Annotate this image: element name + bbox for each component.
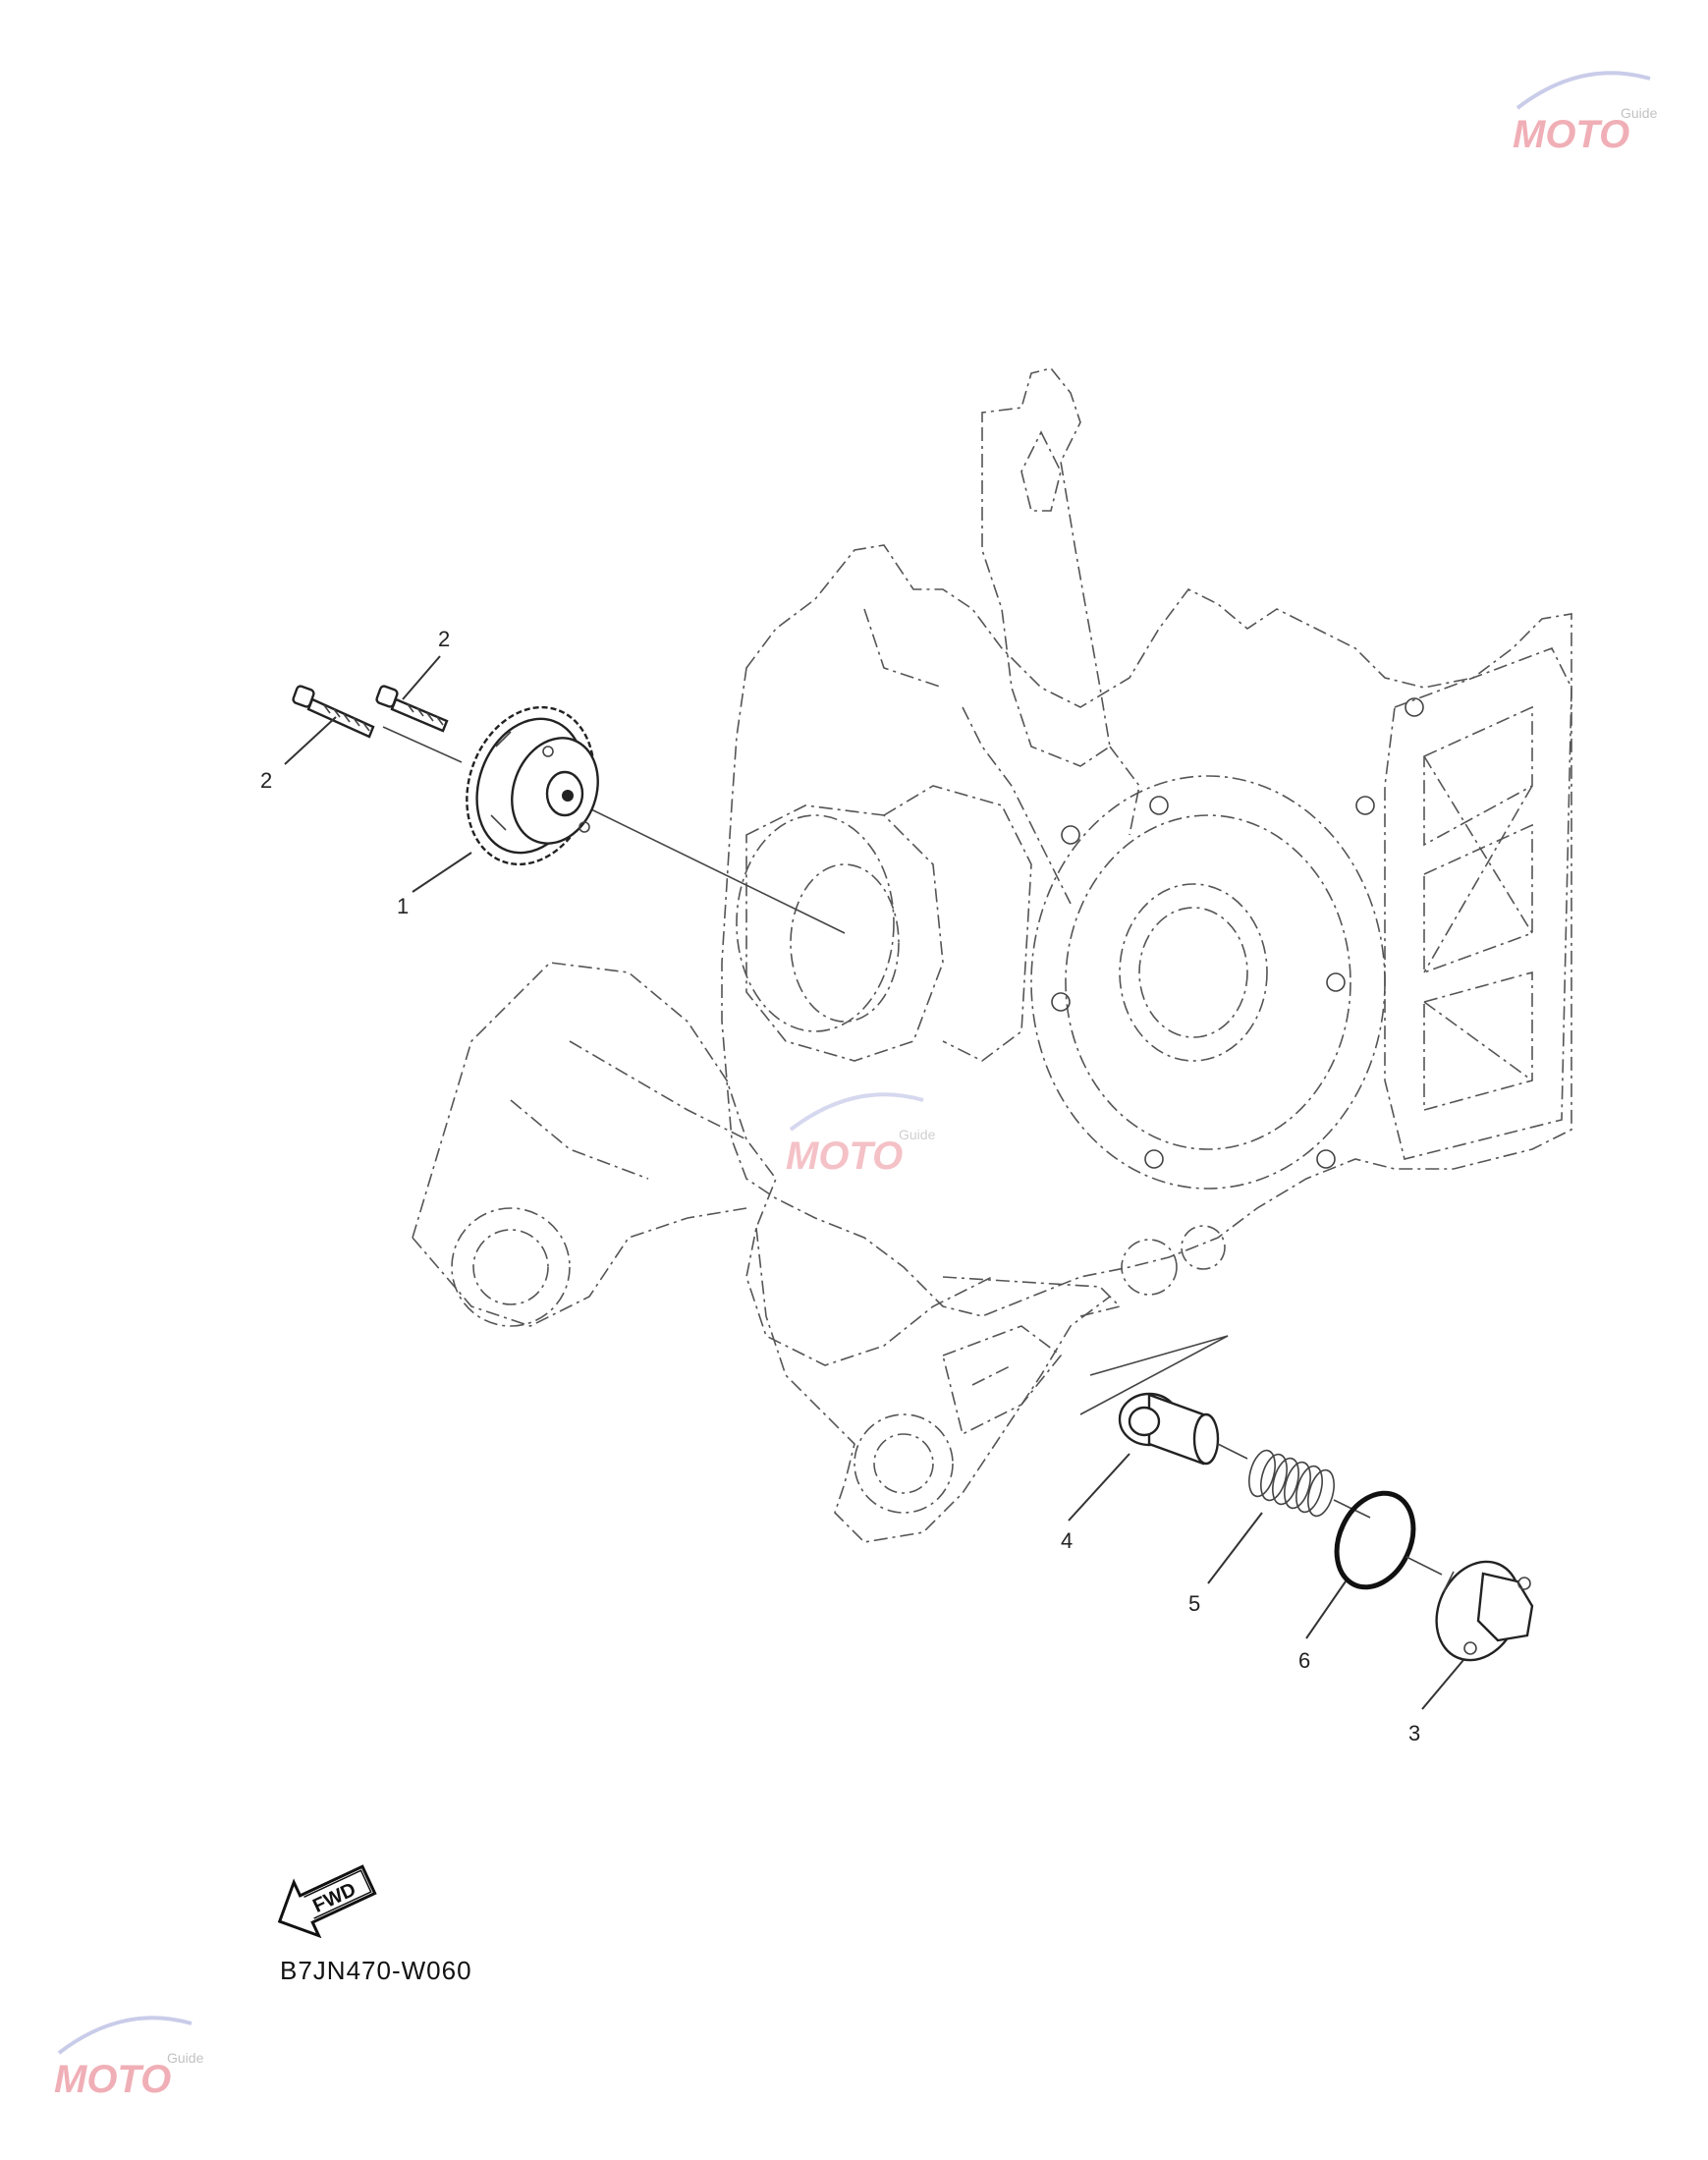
valve-alignment-line [1217,1443,1248,1460]
spring-part-5[interactable] [1244,1448,1339,1520]
callout-2b: 2 [438,627,450,651]
svg-text:MOTO: MOTO [54,2058,171,2101]
crankcase-outline [721,367,1572,1317]
plug-bolt-part-3[interactable] [1421,1548,1535,1674]
gear-alignment-line [590,808,846,934]
callout-1: 1 [397,894,409,918]
callout-2a-leader [284,716,337,765]
callout-3: 3 [1408,1721,1420,1745]
callout-6: 6 [1298,1648,1310,1673]
diagram-code: B7JN470-W060 [280,1956,472,1985]
callout-6-leader [1305,1580,1347,1639]
oil-pump-gear-part-1[interactable] [446,690,616,883]
valve-body-part-4[interactable] [1118,1392,1220,1466]
watermark-logo-center: MOTO Guide [786,1092,936,1178]
o-ring-part-6[interactable] [1322,1480,1428,1599]
screw-alignment-line [382,726,463,763]
callout-2a: 2 [260,768,272,793]
callout-5-leader [1207,1512,1263,1584]
svg-text:Guide: Guide [899,1127,936,1142]
svg-text:Guide: Guide [167,2050,204,2066]
watermark-logo-top: MOTO Guide [1513,71,1658,156]
callout-2b-leader [402,655,441,700]
screw-part-2a[interactable] [292,685,375,739]
fwd-arrow-icon: FWD [277,1864,377,1939]
watermark-logo-bottom: MOTO Guide [54,2016,204,2101]
callout-1-leader [412,852,472,893]
callout-4: 4 [1061,1528,1073,1553]
lower-mount-outline [412,962,1229,1543]
svg-text:Guide: Guide [1621,105,1658,121]
svg-text:MOTO: MOTO [1513,113,1629,156]
callout-4-leader [1068,1453,1130,1522]
screw-part-2b[interactable] [375,685,449,733]
callout-3-leader [1421,1659,1464,1710]
callout-5: 5 [1188,1591,1200,1616]
ring-alignment-line [1405,1556,1443,1576]
svg-text:MOTO: MOTO [786,1135,903,1178]
